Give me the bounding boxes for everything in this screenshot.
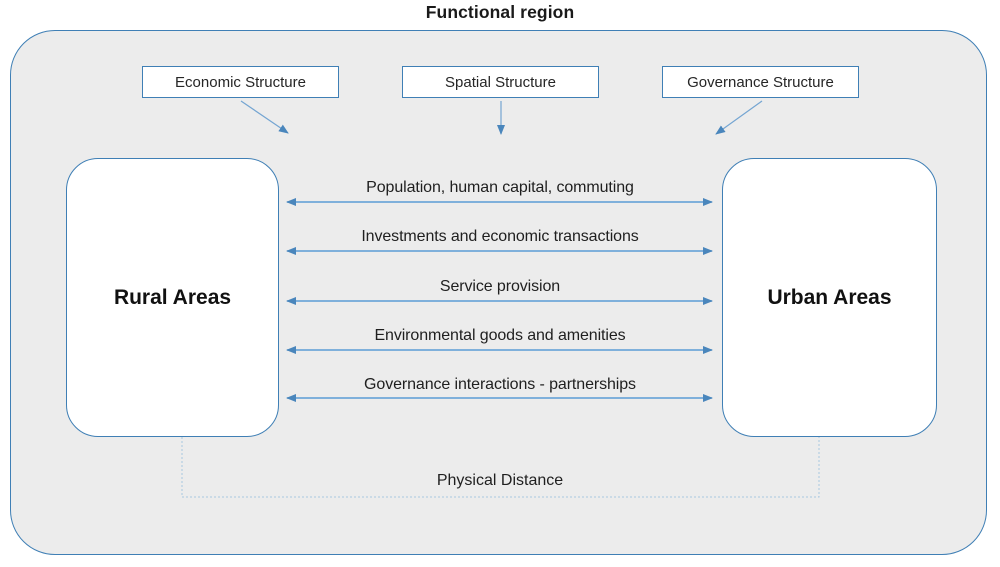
flow-label-population: Population, human capital, commuting [366, 179, 634, 196]
spatial-structure-box: Spatial Structure [402, 66, 599, 98]
governance-structure-box: Governance Structure [662, 66, 859, 98]
economic-structure-box: Economic Structure [142, 66, 339, 98]
economic-structure-label: Economic Structure [175, 73, 306, 91]
rural-areas-label: Rural Areas [113, 285, 232, 309]
diagram-title: Functional region [425, 2, 575, 22]
rural-areas-node: Rural Areas [66, 158, 279, 437]
flow-label-service: Service provision [439, 278, 561, 295]
governance-structure-label: Governance Structure [687, 73, 834, 91]
urban-areas-label: Urban Areas [767, 285, 892, 309]
urban-areas-node: Urban Areas [722, 158, 937, 437]
flow-label-governance: Governance interactions - partnerships [364, 376, 636, 393]
flow-label-environmental: Environmental goods and amenities [374, 327, 626, 344]
spatial-structure-label: Spatial Structure [445, 73, 556, 91]
flow-label-investments: Investments and economic transactions [361, 228, 639, 245]
physical-distance-label: Physical Distance [436, 472, 564, 489]
